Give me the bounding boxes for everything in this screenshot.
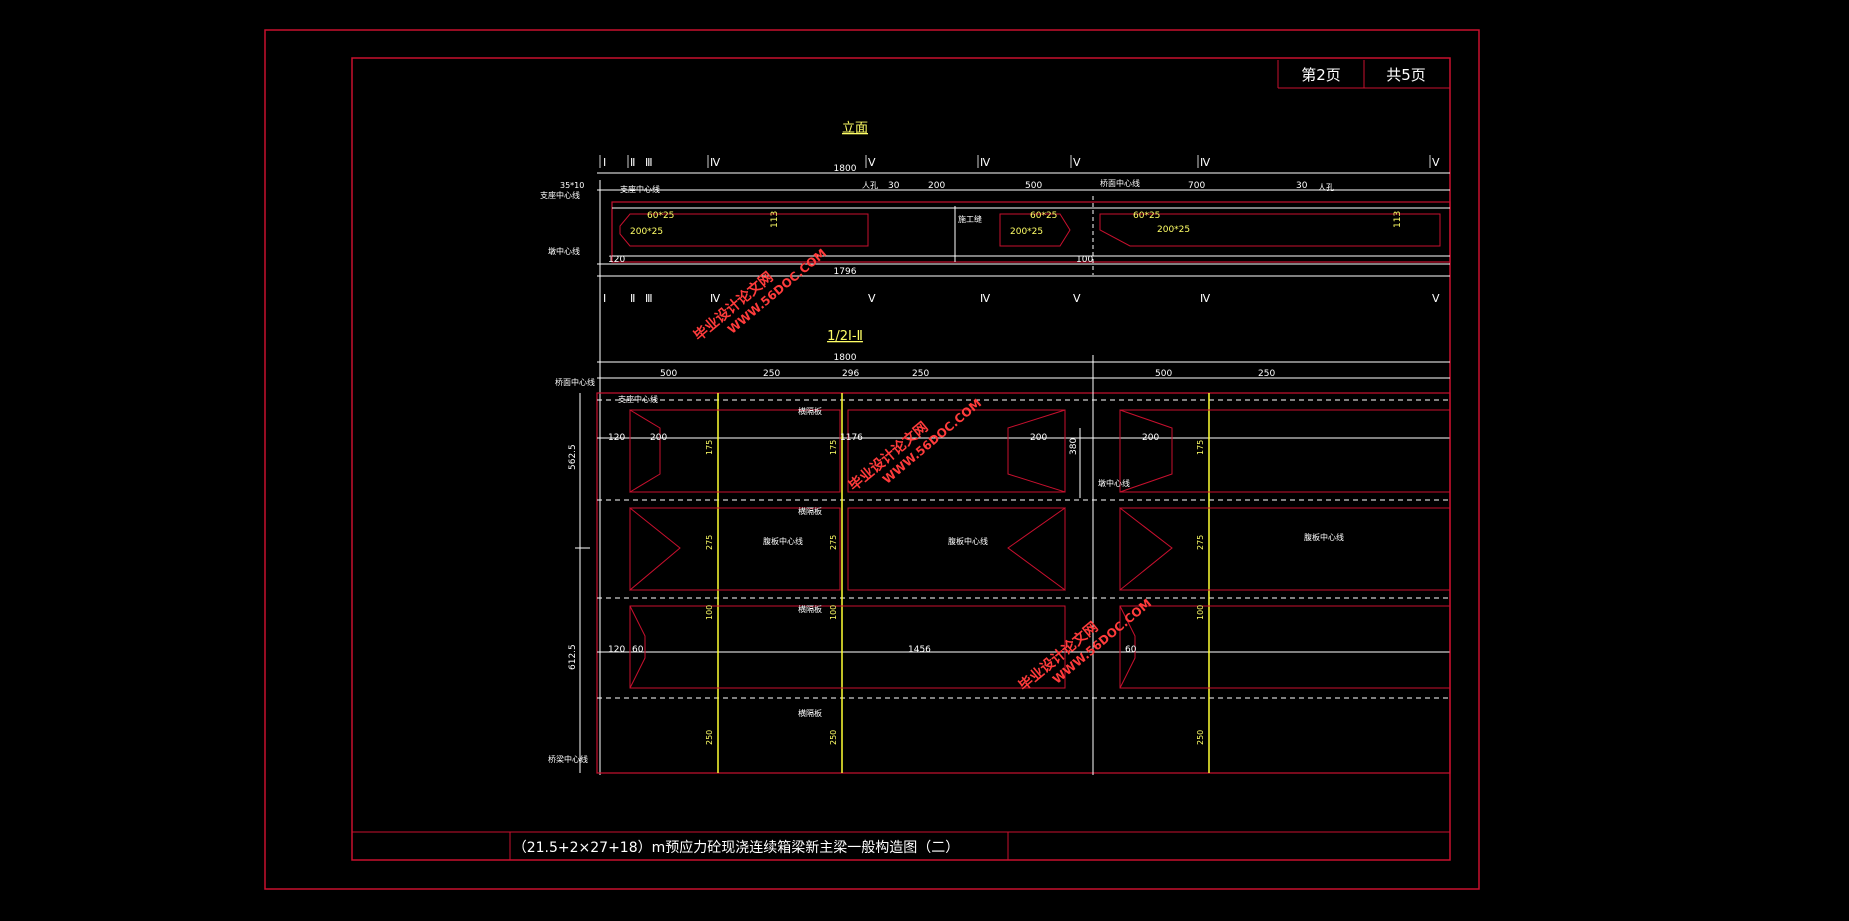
svg-text:380: 380 xyxy=(1069,438,1079,455)
svg-text:支座中心线: 支座中心线 xyxy=(620,184,660,194)
svg-text:横隔板: 横隔板 xyxy=(798,708,822,718)
svg-text:Ⅰ: Ⅰ xyxy=(603,156,606,169)
svg-text:Ⅳ: Ⅳ xyxy=(1200,156,1211,169)
drawing-title: （21.5+2×27+18）m预应力砼现浇连续箱梁新主梁一般构造图（二） xyxy=(513,839,960,856)
svg-text:1796: 1796 xyxy=(834,267,857,277)
svg-text:1456: 1456 xyxy=(908,645,931,655)
svg-text:60: 60 xyxy=(632,645,644,655)
svg-text:施工缝: 施工缝 xyxy=(958,214,982,224)
svg-text:横隔板: 横隔板 xyxy=(798,506,822,516)
svg-text:120: 120 xyxy=(608,645,625,655)
svg-text:200*25: 200*25 xyxy=(630,227,663,237)
svg-text:Ⅰ: Ⅰ xyxy=(603,292,606,305)
svg-text:500: 500 xyxy=(1155,369,1172,379)
svg-text:296: 296 xyxy=(842,369,859,379)
svg-text:200*25: 200*25 xyxy=(1010,227,1043,237)
outer-frame xyxy=(264,29,1480,890)
svg-text:175: 175 xyxy=(829,440,838,455)
svg-text:Ⅳ: Ⅳ xyxy=(710,292,721,305)
svg-text:700: 700 xyxy=(1188,181,1205,191)
svg-text:612.5: 612.5 xyxy=(568,644,578,670)
bottom-title-block: （21.5+2×27+18）m预应力砼现浇连续箱梁新主梁一般构造图（二） xyxy=(352,831,1450,860)
svg-text:200: 200 xyxy=(1142,433,1159,443)
plan-girder xyxy=(575,355,1451,775)
svg-text:200*25: 200*25 xyxy=(1157,225,1190,235)
svg-text:30: 30 xyxy=(888,181,900,191)
svg-text:Ⅴ: Ⅴ xyxy=(868,156,876,169)
svg-text:100: 100 xyxy=(705,605,714,620)
svg-text:250: 250 xyxy=(763,369,780,379)
svg-text:200: 200 xyxy=(650,433,667,443)
svg-text:250: 250 xyxy=(705,730,714,745)
svg-text:500: 500 xyxy=(1025,181,1042,191)
svg-text:60: 60 xyxy=(1125,645,1137,655)
svg-text:1800: 1800 xyxy=(834,353,857,363)
svg-text:Ⅴ: Ⅴ xyxy=(1432,156,1440,169)
svg-text:Ⅳ: Ⅳ xyxy=(980,292,991,305)
svg-text:Ⅴ: Ⅴ xyxy=(1073,156,1081,169)
svg-text:275: 275 xyxy=(829,535,838,550)
svg-text:100: 100 xyxy=(829,605,838,620)
svg-text:113: 113 xyxy=(770,211,780,228)
section-marks-top: Ⅰ Ⅱ Ⅲ Ⅳ Ⅴ Ⅳ Ⅴ Ⅳ Ⅴ xyxy=(603,156,1440,169)
page-counter-block: 第2页 共5页 xyxy=(1277,60,1450,89)
watermark-2: 毕业设计论文网 WWW.56DOC.COM xyxy=(845,396,984,495)
svg-text:Ⅴ: Ⅴ xyxy=(1432,292,1440,305)
svg-text:60*25: 60*25 xyxy=(1133,211,1160,221)
svg-text:墩中心线: 墩中心线 xyxy=(1098,478,1130,488)
svg-text:横隔板: 横隔板 xyxy=(798,406,822,416)
svg-text:桥面中心线: 桥面中心线 xyxy=(555,377,595,387)
svg-text:Ⅳ: Ⅳ xyxy=(1200,292,1211,305)
svg-text:175: 175 xyxy=(1196,440,1205,455)
page-label: 第2页 xyxy=(1301,66,1341,84)
svg-text:腹板中心线: 腹板中心线 xyxy=(1304,532,1344,542)
total-pages-label: 共5页 xyxy=(1386,66,1426,84)
svg-text:Ⅳ: Ⅳ xyxy=(980,156,991,169)
svg-text:Ⅴ: Ⅴ xyxy=(868,292,876,305)
elevation-girder xyxy=(599,180,1451,775)
svg-text:Ⅲ: Ⅲ xyxy=(645,292,653,305)
svg-text:100: 100 xyxy=(1196,605,1205,620)
svg-text:支座中心线: 支座中心线 xyxy=(618,394,658,404)
svg-text:Ⅲ: Ⅲ xyxy=(645,156,653,169)
svg-text:Ⅴ: Ⅴ xyxy=(1073,292,1081,305)
svg-text:275: 275 xyxy=(705,535,714,550)
svg-text:500: 500 xyxy=(660,369,677,379)
svg-text:250: 250 xyxy=(912,369,929,379)
svg-text:113: 113 xyxy=(1393,211,1403,228)
svg-text:60*25: 60*25 xyxy=(647,211,674,221)
svg-text:250: 250 xyxy=(1258,369,1275,379)
svg-text:Ⅳ: Ⅳ xyxy=(710,156,721,169)
svg-text:支座中心线: 支座中心线 xyxy=(540,190,580,200)
plan-title: 1/2Ⅰ-Ⅱ xyxy=(827,329,863,344)
svg-text:250: 250 xyxy=(829,730,838,745)
svg-text:人孔: 人孔 xyxy=(862,181,878,190)
svg-text:100: 100 xyxy=(1076,255,1093,265)
svg-text:桥梁中心线: 桥梁中心线 xyxy=(548,754,588,764)
svg-text:1176: 1176 xyxy=(840,433,863,443)
svg-text:120: 120 xyxy=(608,433,625,443)
svg-text:腹板中心线: 腹板中心线 xyxy=(948,536,988,546)
svg-text:桥面中心线: 桥面中心线 xyxy=(1100,178,1140,188)
svg-text:人孔: 人孔 xyxy=(1318,183,1334,192)
elevation-title: 立面 xyxy=(842,121,868,136)
svg-text:120: 120 xyxy=(608,255,625,265)
section-marks-mid: Ⅰ Ⅱ Ⅲ Ⅳ Ⅴ Ⅳ Ⅴ Ⅳ Ⅴ xyxy=(603,292,1440,305)
svg-text:腹板中心线: 腹板中心线 xyxy=(763,536,803,546)
svg-text:Ⅱ: Ⅱ xyxy=(630,156,635,169)
svg-text:175: 175 xyxy=(705,440,714,455)
svg-text:35*10: 35*10 xyxy=(560,181,584,190)
svg-text:横隔板: 横隔板 xyxy=(798,604,822,614)
svg-text:30: 30 xyxy=(1296,181,1308,191)
svg-text:562.5: 562.5 xyxy=(568,444,578,470)
svg-text:墩中心线: 墩中心线 xyxy=(548,246,580,256)
svg-text:200: 200 xyxy=(1030,433,1047,443)
svg-text:275: 275 xyxy=(1196,535,1205,550)
svg-text:250: 250 xyxy=(1196,730,1205,745)
elev-dim-total-top: 1800 xyxy=(834,164,857,174)
svg-text:Ⅱ: Ⅱ xyxy=(630,292,635,305)
svg-text:200: 200 xyxy=(928,181,945,191)
svg-text:60*25: 60*25 xyxy=(1030,211,1057,221)
